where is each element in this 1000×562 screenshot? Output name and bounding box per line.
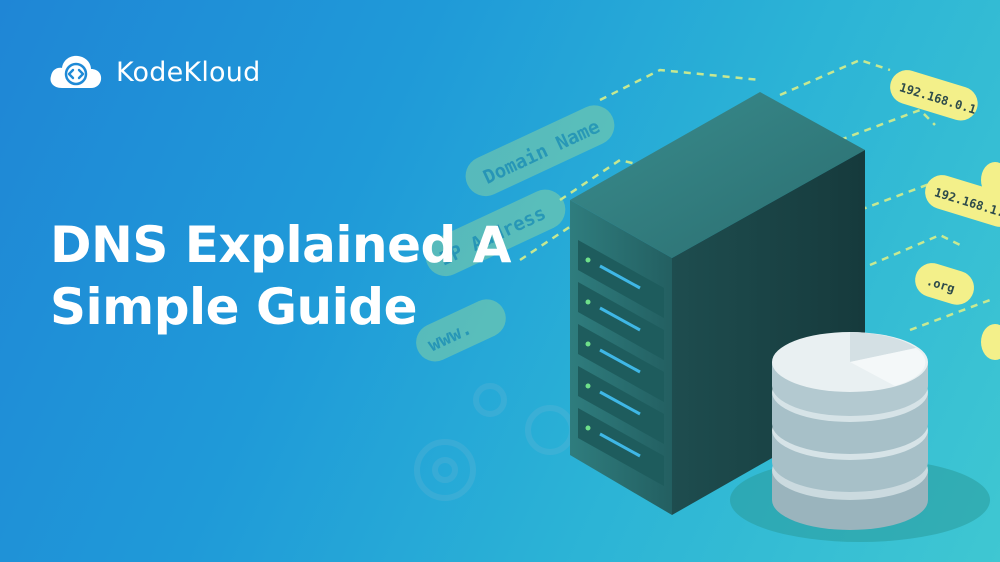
- database-icon: [772, 332, 928, 530]
- cloud-code-icon: [50, 55, 102, 88]
- ip-tag: 192.168.0.1: [890, 70, 978, 121]
- title-line-2: Simple Guide: [50, 278, 417, 336]
- page-title: DNS Explained A Simple Guide: [50, 214, 570, 338]
- brand-name: KodeKloud: [116, 56, 261, 88]
- gear-icon: [414, 383, 575, 501]
- ip-tag: .org: [915, 263, 974, 305]
- kodekloud-logo[interactable]: KodeKloud: [48, 52, 260, 92]
- title-line-1: DNS Explained A: [50, 216, 511, 274]
